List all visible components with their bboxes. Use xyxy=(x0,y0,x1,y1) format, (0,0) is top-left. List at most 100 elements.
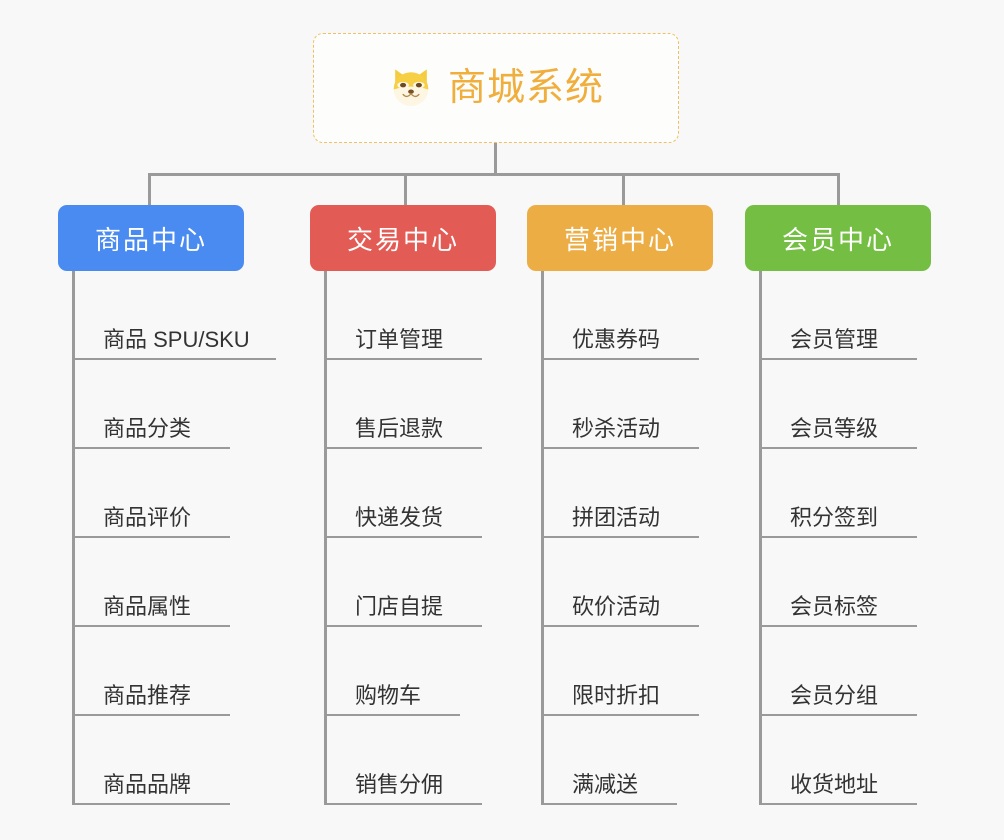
list-item-label: 会员标签 xyxy=(790,594,879,619)
list-item[interactable]: 商品推荐 xyxy=(58,627,288,716)
list-item[interactable]: 快递发货 xyxy=(310,449,520,538)
list-item-label: 拼团活动 xyxy=(572,505,661,530)
branch-header-label: 交易中心 xyxy=(346,224,459,255)
connector-drop-marketing-center xyxy=(622,173,625,207)
leaf-underline xyxy=(324,625,482,627)
branch-trunk xyxy=(541,271,544,805)
list-item[interactable]: 销售分佣 xyxy=(310,716,520,805)
list-item-label: 商品分类 xyxy=(103,416,192,441)
leaf-underline xyxy=(72,625,230,627)
list-item[interactable]: 商品分类 xyxy=(58,360,288,449)
leaf-underline xyxy=(759,714,917,716)
leaf-underline xyxy=(541,358,699,360)
branch-header-label: 会员中心 xyxy=(781,224,894,255)
list-item[interactable]: 会员分组 xyxy=(745,627,955,716)
leaf-underline xyxy=(324,536,482,538)
list-item[interactable]: 售后退款 xyxy=(310,360,520,449)
list-item[interactable]: 门店自提 xyxy=(310,538,520,627)
list-item[interactable]: 商品评价 xyxy=(58,449,288,538)
connector-drop-member-center xyxy=(837,173,840,207)
list-item-label: 积分签到 xyxy=(790,505,879,530)
list-item[interactable]: 商品属性 xyxy=(58,538,288,627)
branch-items-product-center: 商品 SPU/SKU 商品分类 商品评价 商品属性 商品推荐 商品品牌 xyxy=(58,271,288,805)
leaf-underline xyxy=(541,536,699,538)
branch-product-center: 商品中心 商品 SPU/SKU 商品分类 商品评价 商品属性 商品推荐 xyxy=(58,205,288,805)
leaf-underline xyxy=(541,714,699,716)
list-item[interactable]: 商品品牌 xyxy=(58,716,288,805)
list-item-label: 订单管理 xyxy=(355,327,444,352)
branch-header-label: 营销中心 xyxy=(563,224,676,255)
list-item[interactable]: 订单管理 xyxy=(310,271,520,360)
list-item[interactable]: 收货地址 xyxy=(745,716,955,805)
list-item-label: 会员等级 xyxy=(790,416,879,441)
branch-header-label: 商品中心 xyxy=(94,224,207,255)
leaf-underline xyxy=(72,803,230,805)
leaf-underline xyxy=(72,358,276,360)
list-item[interactable]: 商品 SPU/SKU xyxy=(58,271,288,360)
list-item-label: 商品评价 xyxy=(103,505,192,530)
list-item[interactable]: 会员管理 xyxy=(745,271,955,360)
branch-items-member-center: 会员管理 会员等级 积分签到 会员标签 会员分组 收货地址 xyxy=(745,271,955,805)
list-item[interactable]: 砍价活动 xyxy=(527,538,737,627)
list-item[interactable]: 积分签到 xyxy=(745,449,955,538)
leaf-underline xyxy=(72,536,230,538)
leaf-underline xyxy=(324,803,482,805)
connector-root-stem xyxy=(494,143,497,175)
branch-trunk xyxy=(324,271,327,805)
list-item-label: 秒杀活动 xyxy=(572,416,661,441)
list-item-label: 商品 SPU/SKU xyxy=(103,327,250,352)
connector-horizontal-bus xyxy=(148,173,840,176)
list-item-label: 购物车 xyxy=(355,683,422,708)
connector-drop-product-center xyxy=(148,173,151,207)
dog-face-icon xyxy=(388,65,434,111)
leaf-underline xyxy=(541,803,677,805)
list-item-label: 限时折扣 xyxy=(572,683,661,708)
list-item-label: 门店自提 xyxy=(355,594,444,619)
leaf-underline xyxy=(72,447,230,449)
list-item-label: 商品属性 xyxy=(103,594,192,619)
leaf-underline xyxy=(541,447,699,449)
list-item-label: 收货地址 xyxy=(790,772,879,797)
list-item-label: 优惠券码 xyxy=(572,327,661,352)
connector-drop-trade-center xyxy=(404,173,407,207)
branch-header-trade-center[interactable]: 交易中心 xyxy=(310,205,496,271)
list-item[interactable]: 秒杀活动 xyxy=(527,360,737,449)
list-item-label: 会员分组 xyxy=(790,683,879,708)
list-item[interactable]: 满减送 xyxy=(527,716,737,805)
root-node[interactable]: 商城系统 xyxy=(313,33,679,143)
leaf-underline xyxy=(759,803,917,805)
branch-marketing-center: 营销中心 优惠券码 秒杀活动 拼团活动 砍价活动 限时折扣 xyxy=(527,205,737,805)
list-item[interactable]: 会员等级 xyxy=(745,360,955,449)
list-item[interactable]: 会员标签 xyxy=(745,538,955,627)
leaf-underline xyxy=(324,358,482,360)
list-item-label: 满减送 xyxy=(572,772,639,797)
list-item-label: 商品品牌 xyxy=(103,772,192,797)
leaf-underline xyxy=(759,536,917,538)
list-item[interactable]: 拼团活动 xyxy=(527,449,737,538)
list-item-label: 商品推荐 xyxy=(103,683,192,708)
leaf-underline xyxy=(324,447,482,449)
list-item-label: 销售分佣 xyxy=(355,772,444,797)
list-item-label: 会员管理 xyxy=(790,327,879,352)
branch-trade-center: 交易中心 订单管理 售后退款 快递发货 门店自提 购物车 xyxy=(310,205,520,805)
leaf-underline xyxy=(72,714,230,716)
leaf-underline xyxy=(759,447,917,449)
branch-header-product-center[interactable]: 商品中心 xyxy=(58,205,244,271)
list-item[interactable]: 限时折扣 xyxy=(527,627,737,716)
leaf-underline xyxy=(759,625,917,627)
branch-trunk xyxy=(72,271,75,805)
branch-items-trade-center: 订单管理 售后退款 快递发货 门店自提 购物车 销售分佣 xyxy=(310,271,520,805)
list-item-label: 售后退款 xyxy=(355,416,444,441)
list-item[interactable]: 优惠券码 xyxy=(527,271,737,360)
branch-header-marketing-center[interactable]: 营销中心 xyxy=(527,205,713,271)
branch-header-member-center[interactable]: 会员中心 xyxy=(745,205,931,271)
list-item[interactable]: 购物车 xyxy=(310,627,520,716)
root-title: 商城系统 xyxy=(447,67,604,109)
leaf-underline xyxy=(541,625,699,627)
branch-items-marketing-center: 优惠券码 秒杀活动 拼团活动 砍价活动 限时折扣 满减送 xyxy=(527,271,737,805)
leaf-underline xyxy=(759,358,917,360)
list-item-label: 砍价活动 xyxy=(572,594,661,619)
branch-member-center: 会员中心 会员管理 会员等级 积分签到 会员标签 会员分组 xyxy=(745,205,955,805)
leaf-underline xyxy=(324,714,460,716)
